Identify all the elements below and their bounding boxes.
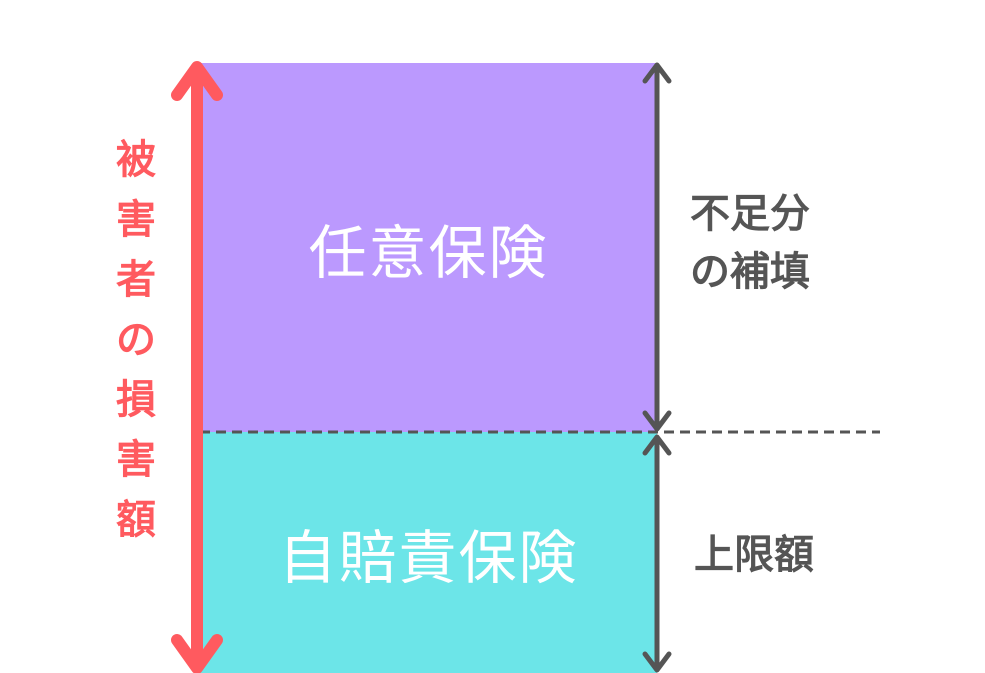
shortfall-label-line2: の補填 (690, 249, 810, 295)
compulsory-insurance-block: 自賠責保険 (200, 432, 657, 673)
shortfall-dimension-arrow (642, 62, 672, 432)
damage-arrow (171, 61, 223, 673)
shortfall-label-line1: 不足分 (690, 191, 810, 237)
shortfall-label: 不足分 の補填 (690, 185, 870, 301)
limit-label: 上限額 (694, 532, 814, 578)
voluntary-insurance-label: 任意保険 (308, 218, 549, 287)
compulsory-insurance-label: 自賠責保険 (278, 523, 579, 592)
victim-damage-label: 被害者の損害額 (116, 137, 156, 543)
voluntary-insurance-block: 任意保険 (200, 63, 657, 432)
limit-dimension-arrow (642, 434, 672, 673)
